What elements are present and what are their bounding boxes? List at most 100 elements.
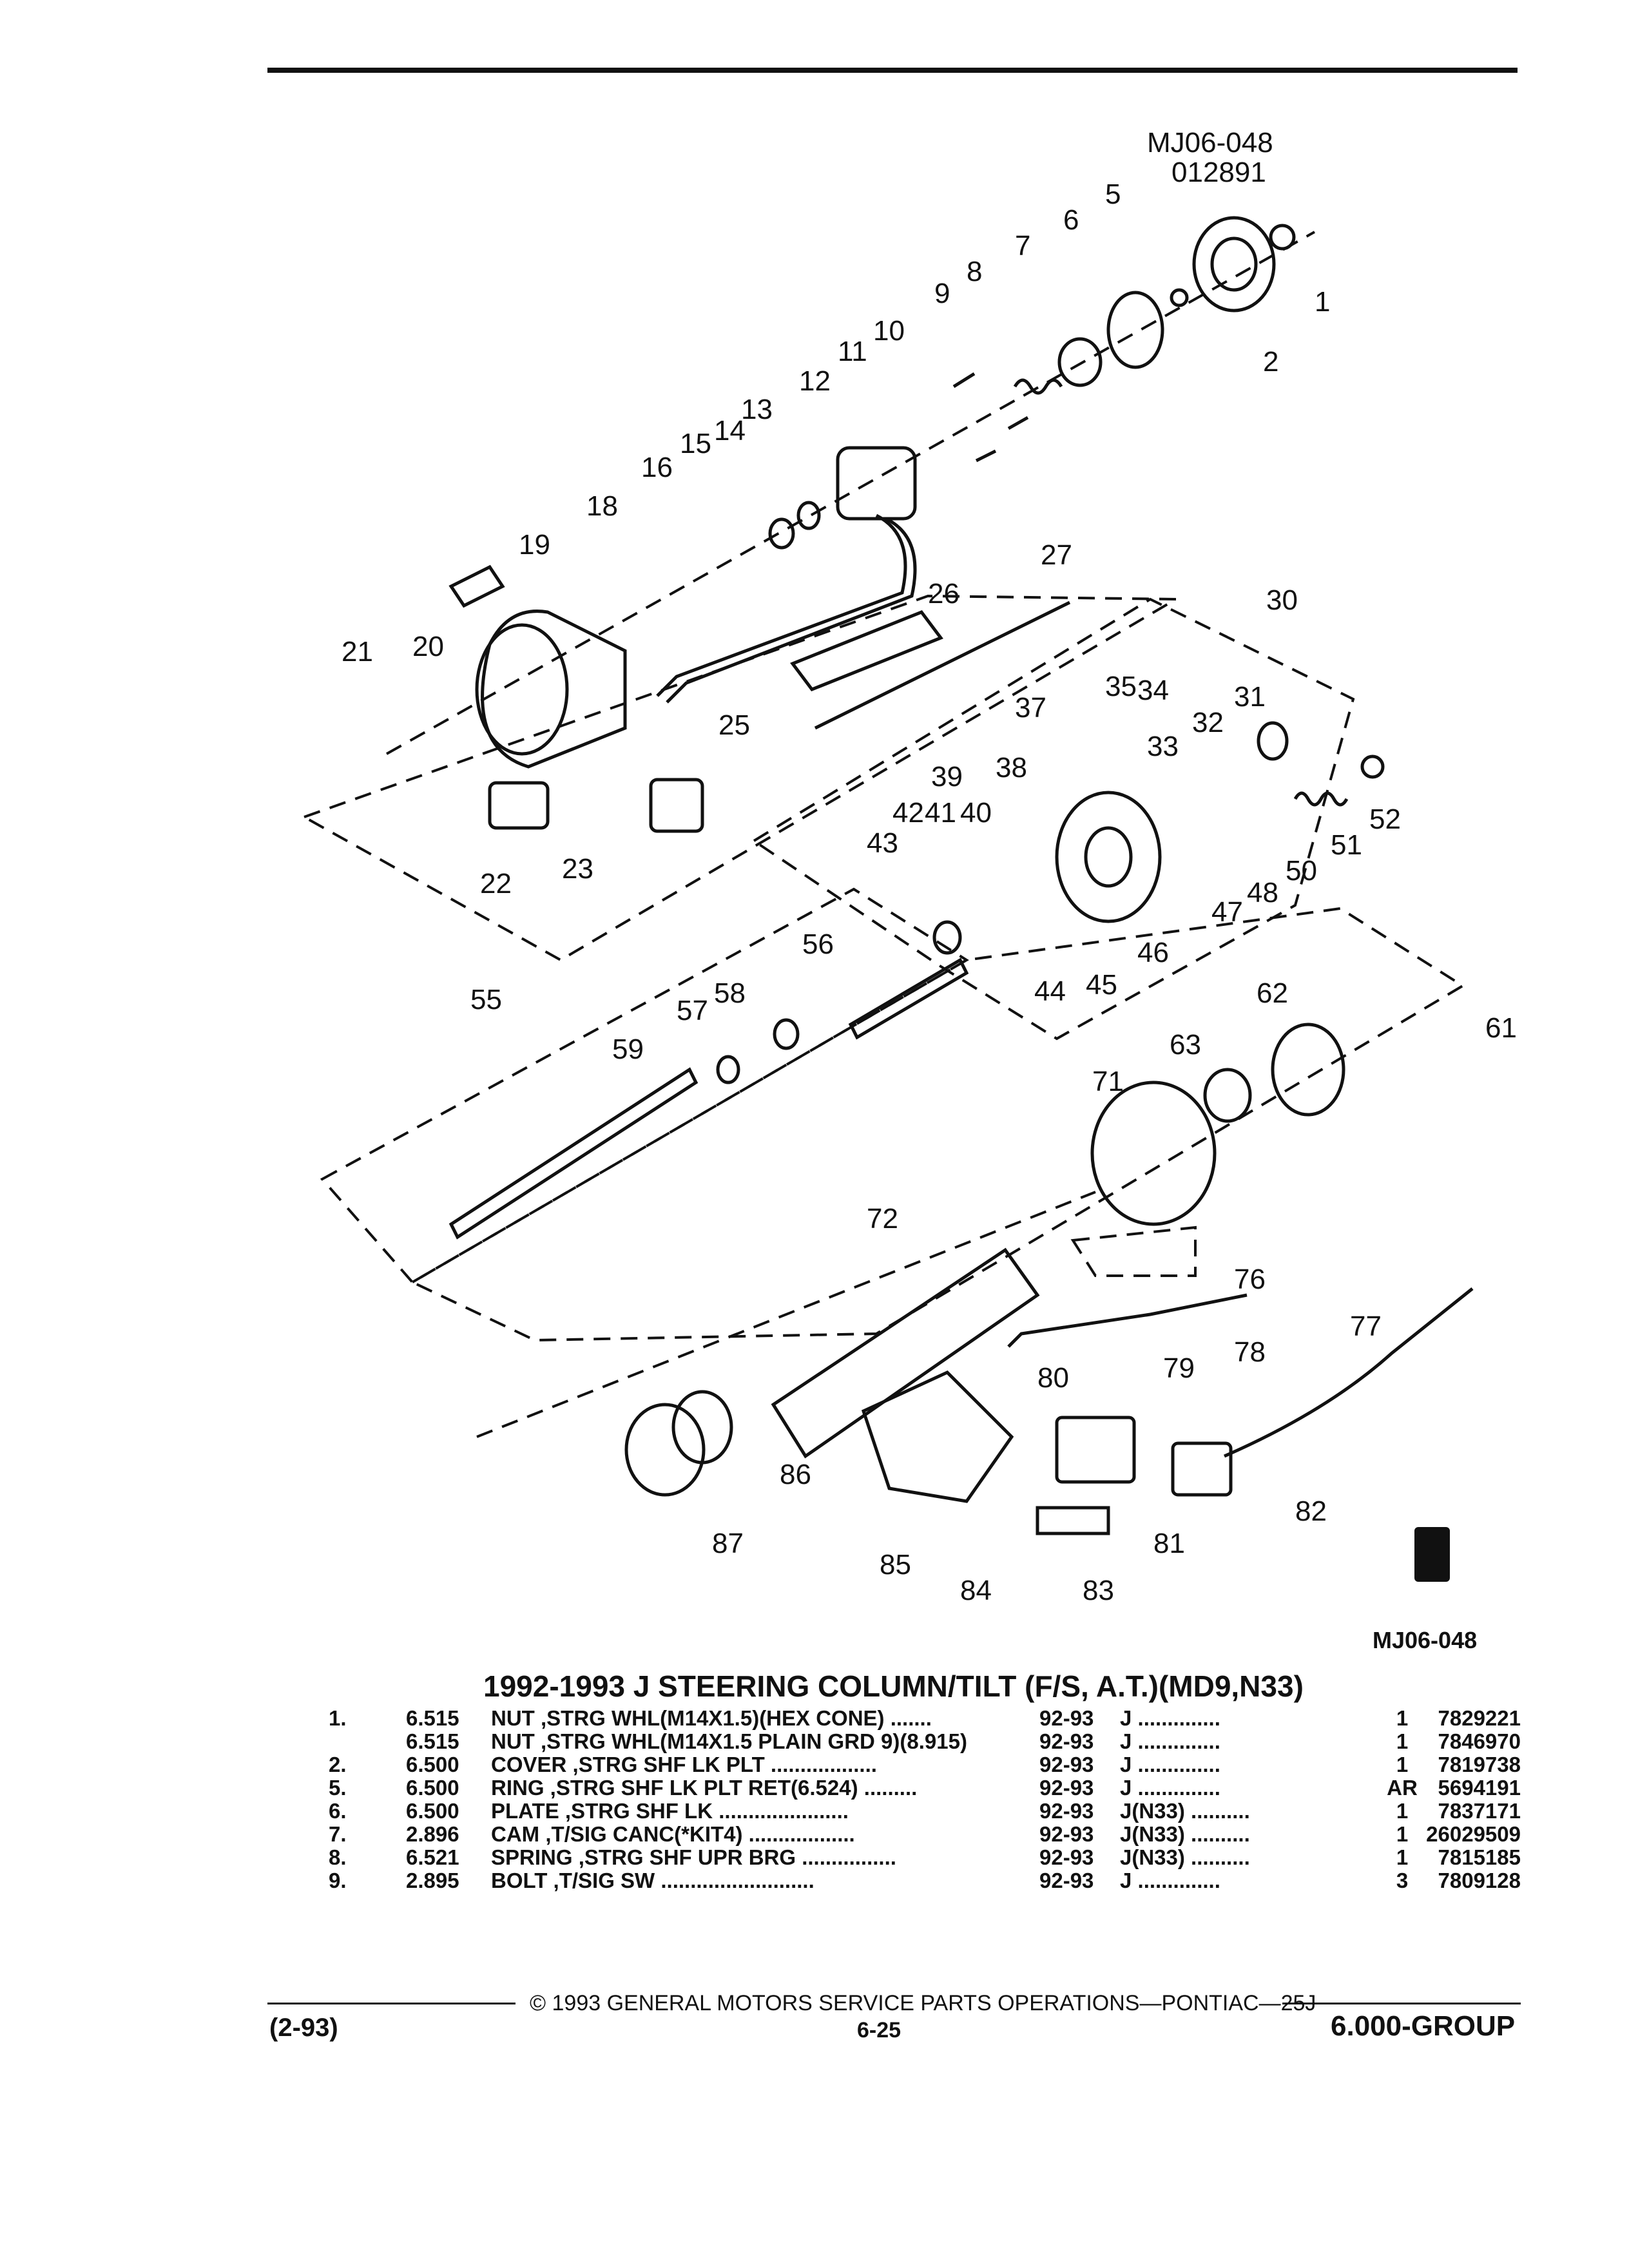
years: 92-93 [1039, 1822, 1094, 1846]
callout-47: 47 [1211, 896, 1243, 928]
callout-14: 14 [714, 415, 746, 447]
item-index: 7. [329, 1822, 347, 1846]
callout-9: 9 [934, 278, 950, 309]
parts-row: 9. 2.895 BOLT ,T/SIG SW ................… [322, 1869, 1534, 1892]
callout-31: 31 [1234, 681, 1266, 713]
callout-11: 11 [838, 336, 867, 367]
callout-84: 84 [960, 1575, 992, 1606]
part-number: 7846970 [1438, 1729, 1521, 1753]
callout-51: 51 [1331, 829, 1362, 861]
callout-12: 12 [799, 365, 831, 397]
callout-72: 72 [867, 1203, 898, 1235]
callout-35: 35 [1105, 671, 1137, 702]
description: COVER ,STRG SHF LK PLT .................… [491, 1753, 877, 1776]
part-56-upper-shaft [848, 957, 969, 1040]
callout-86: 86 [780, 1459, 811, 1490]
parts-row: 7. 2.896 CAM ,T/SIG CANC(*KIT4) ........… [322, 1822, 1534, 1846]
years: 92-93 [1039, 1869, 1094, 1892]
part-86-bracket [861, 1370, 1014, 1503]
callout-16: 16 [641, 452, 673, 483]
callout-20: 20 [412, 631, 444, 662]
callout-83: 83 [1083, 1575, 1114, 1606]
callout-56: 56 [802, 928, 834, 960]
callout-1: 1 [1315, 286, 1331, 318]
callout-44: 44 [1034, 975, 1066, 1007]
page-number: 6-25 [857, 2018, 901, 2042]
part-59-steering-shaft [448, 1067, 699, 1240]
callout-43: 43 [867, 827, 898, 859]
callout-15: 15 [680, 428, 711, 459]
group-boundary-tilt-housing [751, 597, 1355, 1041]
part-62-shroud [1271, 1023, 1345, 1117]
callout-85: 85 [880, 1549, 911, 1581]
part-12-turn-signal-switch [836, 446, 917, 521]
part-8-spring [1013, 378, 1063, 395]
callout-77: 77 [1350, 1311, 1382, 1342]
parts-row: 8. 6.521 SPRING ,STRG SHF UPR BRG ......… [322, 1845, 1534, 1869]
callout-5: 5 [1105, 178, 1121, 210]
group-number: 2.896 [406, 1822, 459, 1846]
part-63-plate [1203, 1068, 1252, 1123]
group-number: 6.500 [406, 1799, 459, 1823]
part-57-sphere [773, 1018, 800, 1050]
quantity: 1 [1396, 1845, 1409, 1869]
callout-42: 42 [892, 797, 924, 829]
part-1-nut [1269, 224, 1296, 251]
part-5-ring [1170, 288, 1189, 307]
callout-79: 79 [1163, 1352, 1195, 1384]
part-51-spring [1293, 791, 1349, 807]
parts-row: 6.515 NUT ,STRG WHL(M14X1.5 PLAIN GRD 9)… [322, 1729, 1534, 1753]
callout-8: 8 [967, 256, 983, 287]
series: J .............. [1120, 1729, 1220, 1753]
callout-71: 71 [1092, 1066, 1124, 1097]
footer-rule-left [267, 2003, 516, 2004]
part-31-bearing [1257, 721, 1289, 761]
years: 92-93 [1039, 1729, 1094, 1753]
quantity: 1 [1396, 1799, 1409, 1823]
years: 92-93 [1039, 1706, 1094, 1730]
part-19-lock-housing [481, 610, 627, 769]
callout-21: 21 [342, 636, 373, 668]
footer-rule-right [1282, 2003, 1521, 2004]
callout-27: 27 [1041, 539, 1072, 571]
item-index: 9. [329, 1869, 347, 1892]
years: 92-93 [1039, 1776, 1094, 1800]
callout-55: 55 [470, 984, 502, 1015]
callout-45: 45 [1086, 969, 1117, 1001]
part-87-adapter [624, 1403, 706, 1497]
figure-date: 012891 [1171, 157, 1266, 188]
parts-list: 1. 6.515 NUT ,STRG WHL(M14X1.5)(HEX CONE… [322, 1706, 1534, 1892]
part-number: 5694191 [1438, 1776, 1521, 1800]
page-title: 1992-1993 J STEERING COLUMN/TILT (F/S, A… [483, 1669, 1304, 1703]
years: 92-93 [1039, 1799, 1094, 1823]
part-72-jacket [771, 1247, 1040, 1459]
part-71-bowl [1090, 1081, 1217, 1226]
years: 92-93 [1039, 1753, 1094, 1776]
callout-59: 59 [612, 1033, 644, 1065]
group-number: 6.515 [406, 1729, 459, 1753]
part-2-cover [1192, 216, 1276, 312]
part-7-cam [1057, 337, 1103, 387]
part-23-lock-actuator [488, 781, 550, 830]
revision-date: (2-93) [269, 2013, 338, 2042]
description: BOLT ,T/SIG SW .........................… [491, 1869, 815, 1892]
callout-38: 38 [996, 752, 1027, 783]
part-76-cable [1007, 1293, 1248, 1348]
quantity: 3 [1396, 1869, 1409, 1892]
part-number: 7829221 [1438, 1706, 1521, 1730]
description: NUT ,STRG WHL(M14X1.5 PLAIN GRD 9)(8.915… [491, 1729, 967, 1753]
series: J .............. [1120, 1776, 1220, 1800]
copyright-notice: © 1993 GENERAL MOTORS SERVICE PARTS OPER… [530, 1991, 1316, 2015]
callout-30: 30 [1266, 584, 1298, 616]
quantity: 1 [1396, 1753, 1409, 1776]
description: NUT ,STRG WHL(M14X1.5)(HEX CONE) ....... [491, 1706, 932, 1730]
callout-50: 50 [1286, 855, 1317, 887]
callout-18: 18 [586, 490, 618, 522]
series: J .............. [1120, 1753, 1220, 1776]
callout-58: 58 [714, 977, 746, 1009]
part-26-bracket [790, 610, 943, 692]
callout-22: 22 [480, 868, 512, 899]
group-boundary-switch [1070, 1225, 1197, 1277]
callout-76: 76 [1234, 1264, 1266, 1295]
